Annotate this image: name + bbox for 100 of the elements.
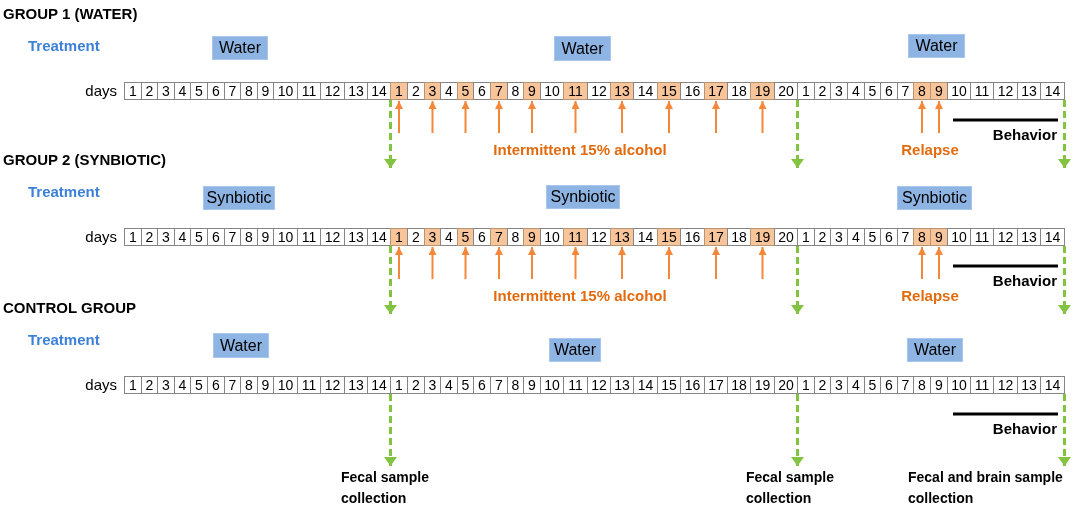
day-cell: 4 — [847, 376, 865, 394]
arrow — [428, 246, 437, 280]
day-cell: 15 — [657, 228, 681, 246]
collection-note: Fecal sample collection — [341, 467, 446, 509]
day-cell: 14 — [633, 376, 658, 394]
day-cell: 18 — [727, 228, 751, 246]
day-cell: 3 — [157, 376, 175, 394]
treatment-box: Synbiotic — [897, 186, 972, 210]
day-cell: 6 — [880, 82, 898, 100]
day-cell: 3 — [830, 228, 848, 246]
day-cell: 9 — [930, 376, 948, 394]
day-cell: 14 — [367, 376, 391, 394]
day-cell: 10 — [273, 82, 298, 100]
dashed-arrow — [384, 100, 397, 168]
day-cell: 1 — [124, 228, 142, 246]
day-cell: 2 — [407, 376, 425, 394]
group-heading: CONTROL GROUP — [3, 299, 137, 317]
arrow — [918, 246, 926, 280]
arrow — [618, 100, 626, 134]
day-cell: 17 — [704, 228, 728, 246]
day-cell: 6 — [880, 228, 898, 246]
row-label: Treatment — [28, 183, 100, 201]
arrow — [571, 246, 580, 280]
day-cell: 4 — [440, 82, 458, 100]
day-cell: 13 — [1017, 228, 1041, 246]
arrow — [461, 100, 470, 134]
day-cell: 11 — [297, 82, 321, 100]
day-cell: 8 — [240, 376, 258, 394]
treatment-box: Water — [554, 36, 611, 61]
day-cell: 14 — [633, 82, 658, 100]
day-cell: 3 — [157, 82, 175, 100]
arrow — [571, 100, 580, 134]
day-cell: 5 — [190, 228, 208, 246]
day-cell: 13 — [610, 376, 634, 394]
day-cell: 11 — [563, 82, 588, 100]
day-cell: 4 — [847, 82, 865, 100]
phase-label: Relapse — [901, 287, 959, 305]
day-cell: 10 — [540, 82, 564, 100]
dashed-arrow — [1058, 394, 1071, 466]
day-cell: 14 — [367, 82, 391, 100]
row-label: days — [85, 228, 117, 246]
arrow — [665, 246, 673, 280]
day-cell: 13 — [1017, 376, 1041, 394]
group-heading: GROUP 2 (SYNBIOTIC) — [3, 151, 167, 169]
day-cell: 12 — [993, 82, 1018, 100]
day-cell: 12 — [320, 82, 345, 100]
day-cell: 11 — [563, 228, 588, 246]
dashed-arrow — [384, 246, 397, 314]
arrow — [495, 246, 503, 280]
row-label: Treatment — [28, 331, 100, 349]
phase-label: Intermittent 15% alcohol — [493, 141, 667, 159]
day-cell: 6 — [880, 376, 898, 394]
day-cell: 12 — [993, 228, 1018, 246]
day-cell: 1 — [797, 82, 815, 100]
phase-label: Intermittent 15% alcohol — [493, 287, 667, 305]
day-cell: 9 — [930, 228, 948, 246]
arrow — [758, 100, 767, 134]
day-cell: 5 — [190, 376, 208, 394]
day-cell: 8 — [913, 376, 931, 394]
arrow — [712, 100, 720, 134]
arrow — [665, 100, 673, 134]
day-cell: 7 — [490, 82, 508, 100]
day-cell: 12 — [993, 376, 1018, 394]
day-cell: 17 — [704, 82, 728, 100]
day-cell: 18 — [727, 82, 751, 100]
day-cell: 6 — [207, 228, 225, 246]
day-cell: 9 — [930, 82, 948, 100]
day-cell: 1 — [124, 376, 142, 394]
collection-note: Fecal and brain sample collection — [908, 467, 1080, 509]
day-cell: 1 — [797, 376, 815, 394]
day-cell: 3 — [830, 82, 848, 100]
day-cell: 19 — [750, 82, 775, 100]
day-cell: 1 — [390, 228, 408, 246]
day-cell: 19 — [750, 228, 775, 246]
arrow — [395, 100, 403, 134]
arrow — [918, 100, 926, 134]
day-cell: 4 — [440, 376, 458, 394]
day-cell: 12 — [587, 228, 611, 246]
day-cell: 10 — [947, 82, 971, 100]
day-cell: 4 — [440, 228, 458, 246]
day-cell: 16 — [680, 376, 705, 394]
day-cell: 1 — [390, 82, 408, 100]
day-cell: 3 — [830, 376, 848, 394]
treatment-box: Synbiotic — [546, 185, 620, 209]
arrow — [395, 246, 403, 280]
arrow — [495, 100, 503, 134]
day-cell: 20 — [774, 228, 798, 246]
day-cell: 13 — [344, 82, 368, 100]
day-cell: 10 — [947, 376, 971, 394]
day-cell: 11 — [563, 376, 588, 394]
day-cell: 8 — [913, 82, 931, 100]
day-cell: 9 — [523, 376, 541, 394]
day-cell: 13 — [344, 228, 368, 246]
dashed-arrow — [1058, 246, 1071, 314]
arrow — [528, 246, 536, 280]
day-cell: 15 — [657, 82, 681, 100]
day-cell: 8 — [913, 228, 931, 246]
day-cell: 20 — [774, 376, 798, 394]
day-cell: 11 — [297, 376, 321, 394]
arrow — [528, 100, 536, 134]
